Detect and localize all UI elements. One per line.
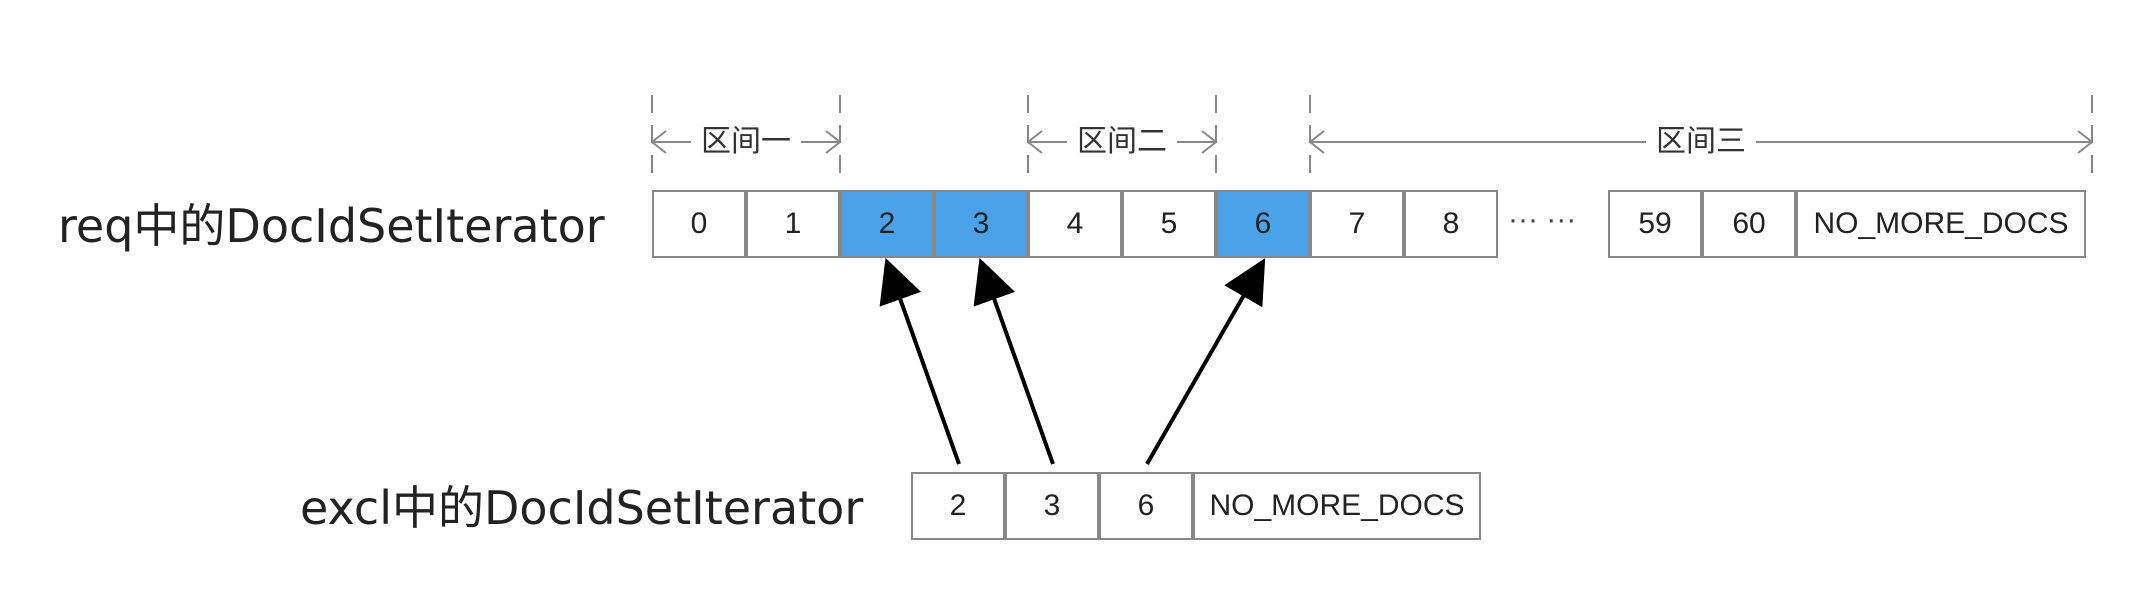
excl-cell: 6 — [1099, 472, 1193, 540]
range-arrowhead-icon — [1026, 130, 1043, 154]
req-cell: 2 — [840, 190, 934, 258]
req-cell: 59 — [1608, 190, 1702, 258]
req-cell: 8 — [1404, 190, 1498, 258]
range-arrowhead-icon — [650, 130, 667, 154]
range-label: 区间三 — [1646, 124, 1756, 160]
ellipsis: ··· ··· — [1508, 203, 1577, 236]
req-cell: 5 — [1122, 190, 1216, 258]
excl-cell: NO_MORE_DOCS — [1193, 472, 1481, 540]
range-arrowhead-icon — [1201, 130, 1218, 154]
excl-cell: 3 — [1005, 472, 1099, 540]
range-arrowhead-icon — [1308, 130, 1325, 154]
req-cell: 6 — [1216, 190, 1310, 258]
range-arrowhead-icon — [825, 130, 842, 154]
mapping-arrow — [973, 257, 1055, 465]
req-cell: NO_MORE_DOCS — [1796, 190, 2086, 258]
req-cell: 0 — [652, 190, 746, 258]
mapping-arrow — [879, 257, 961, 465]
req-cell: 7 — [1310, 190, 1404, 258]
excl-cell: 2 — [911, 472, 1005, 540]
req-cell: 4 — [1028, 190, 1122, 258]
excl-row-label: excl中的DocIdSetIterator — [300, 481, 864, 535]
req-row-label: req中的DocIdSetIterator — [58, 199, 605, 253]
req-cell: 60 — [1702, 190, 1796, 258]
range-label: 区间一 — [691, 124, 801, 160]
range-arrowhead-icon — [2077, 130, 2094, 154]
range-label: 区间二 — [1067, 124, 1177, 160]
mapping-arrow — [1145, 258, 1266, 465]
req-cell: 1 — [746, 190, 840, 258]
req-cell: 3 — [934, 190, 1028, 258]
